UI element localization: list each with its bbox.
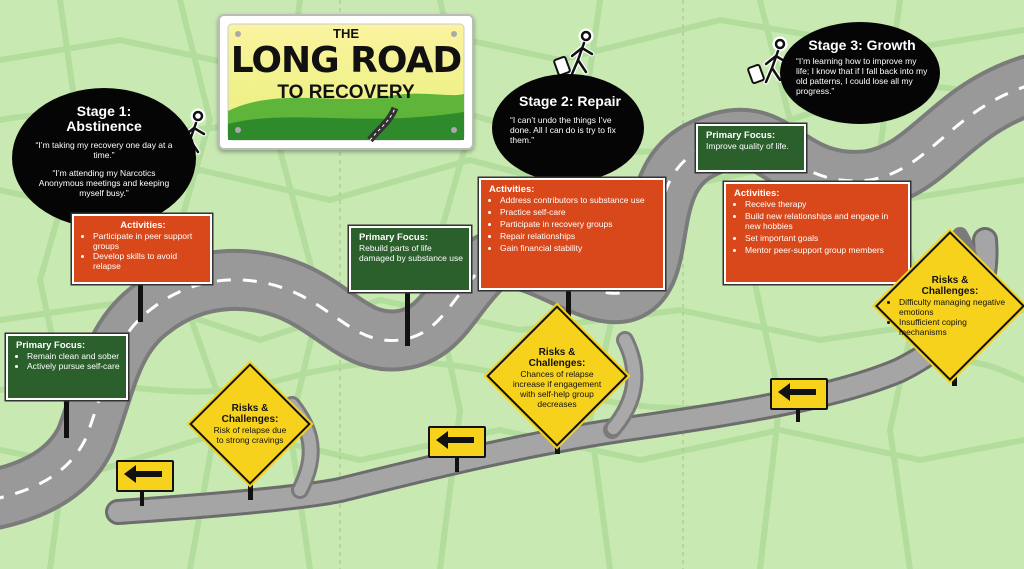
left-arrow-sign: [116, 460, 174, 492]
stage1-title-line2: Abstinence: [66, 118, 142, 134]
stage3-focus-sign: Primary Focus: Improve quality of life.: [696, 124, 806, 172]
stage2-bubble: Stage 2: Repair “I can’t undo the things…: [492, 74, 644, 182]
stage3-risks-sign: Risks & Challenges: Difficulty managing …: [875, 231, 1024, 381]
stage3-focus-text: Improve quality of life.: [706, 141, 789, 151]
stage2-risks-heading: Risks & Challenges:: [528, 347, 586, 369]
stage2-risks-sign: Risks & Challenges: Chances of relapse i…: [486, 305, 628, 447]
stage1-focus-heading: Primary Focus:: [16, 340, 86, 351]
list-item: Build new relationships and engage in ne…: [745, 211, 902, 231]
left-arrow-icon: [436, 431, 474, 449]
list-item: Repair relationships: [500, 231, 657, 241]
stage2-activities-heading: Activities:: [489, 184, 535, 195]
title-line2: LONG ROAD: [230, 40, 463, 81]
stage1-quote1: “I’m taking my recovery one day at a tim…: [35, 140, 173, 160]
stage1-focus-sign: Primary Focus: Remain clean and sober Ac…: [6, 334, 128, 400]
sign-post: [796, 404, 800, 422]
stage1-quote2: “I’m attending my Narcotics Anonymous me…: [38, 168, 170, 198]
sign-post: [455, 452, 459, 472]
stage3-quote: “I’m learning how to improve my life; I …: [796, 56, 928, 96]
list-item: Insufficient coping mechanisms: [899, 317, 1011, 337]
stage1-title-line1: Stage 1:: [76, 103, 132, 119]
stage3-title: Stage 3: Growth: [808, 37, 916, 53]
walking-traveler-icon: [747, 36, 789, 85]
list-item: Practice self-care: [500, 207, 657, 217]
left-arrow-icon: [778, 383, 816, 401]
list-item: Mentor peer-support group members: [745, 245, 902, 255]
list-item: Actively pursue self-care: [27, 361, 120, 371]
list-item: Difficulty managing negative emotions: [899, 297, 1011, 317]
stage2-title: Stage 2: Repair: [519, 93, 621, 109]
left-arrow-icon: [124, 465, 162, 483]
sign-post: [248, 470, 253, 500]
stage2-risks-text: Chances of relapse increase if engagemen…: [512, 369, 602, 409]
title-landscape: [227, 23, 465, 143]
sign-post: [140, 484, 144, 506]
stage1-risks-sign: Risks & Challenges: Risk of relapse due …: [188, 362, 312, 486]
stage3-focus-heading: Primary Focus:: [706, 130, 776, 141]
list-item: Participate in recovery groups: [500, 219, 657, 229]
list-item: Participate in peer support groups: [93, 231, 204, 251]
list-item: Address contributors to substance use: [500, 195, 657, 205]
stage3-risks-heading: Risks & Challenges:: [921, 275, 979, 297]
stage2-activities-sign: Activities: Address contributors to subs…: [479, 178, 665, 290]
stage3-bubble: Stage 3: Growth “I’m learning how to imp…: [780, 22, 940, 124]
walking-traveler-icon: [553, 28, 595, 77]
left-arrow-sign: [428, 426, 486, 458]
stage1-bubble: Stage 1: Abstinence “I’m taking my recov…: [12, 88, 196, 228]
sign-post: [566, 288, 571, 324]
stage1-activities-heading: Activities:: [120, 220, 166, 231]
title-line1: THE: [333, 26, 359, 41]
list-item: Set important goals: [745, 233, 902, 243]
stage2-focus-text: Rebuild parts of life damaged by substan…: [359, 243, 463, 263]
stage1-activities-sign: Activities: Participate in peer support …: [72, 214, 212, 284]
list-item: Gain financial stability: [500, 243, 657, 253]
list-item: Remain clean and sober: [27, 351, 120, 361]
stage2-focus-sign: Primary Focus: Rebuild parts of life dam…: [349, 226, 471, 292]
left-arrow-sign: [770, 378, 828, 410]
stage1-risks-heading: Risks & Challenges:: [221, 403, 279, 425]
stage2-quote: “I can’t undo the things I’ve done. All …: [510, 115, 616, 145]
sign-post: [405, 290, 410, 346]
stage2-focus-heading: Primary Focus:: [359, 232, 429, 243]
stage3-activities-heading: Activities:: [734, 188, 780, 199]
stage1-risks-text: Risk of relapse due to strong cravings: [213, 425, 287, 445]
list-item: Develop skills to avoid relapse: [93, 251, 204, 271]
sign-post: [64, 398, 69, 438]
title-line3: TO RECOVERY: [277, 82, 415, 103]
list-item: Receive therapy: [745, 199, 902, 209]
sign-post: [138, 282, 143, 322]
stage3-activities-sign: Activities: Receive therapy Build new re…: [724, 182, 910, 284]
title-plate: THE LONG ROAD TO RECOVERY: [218, 14, 474, 150]
